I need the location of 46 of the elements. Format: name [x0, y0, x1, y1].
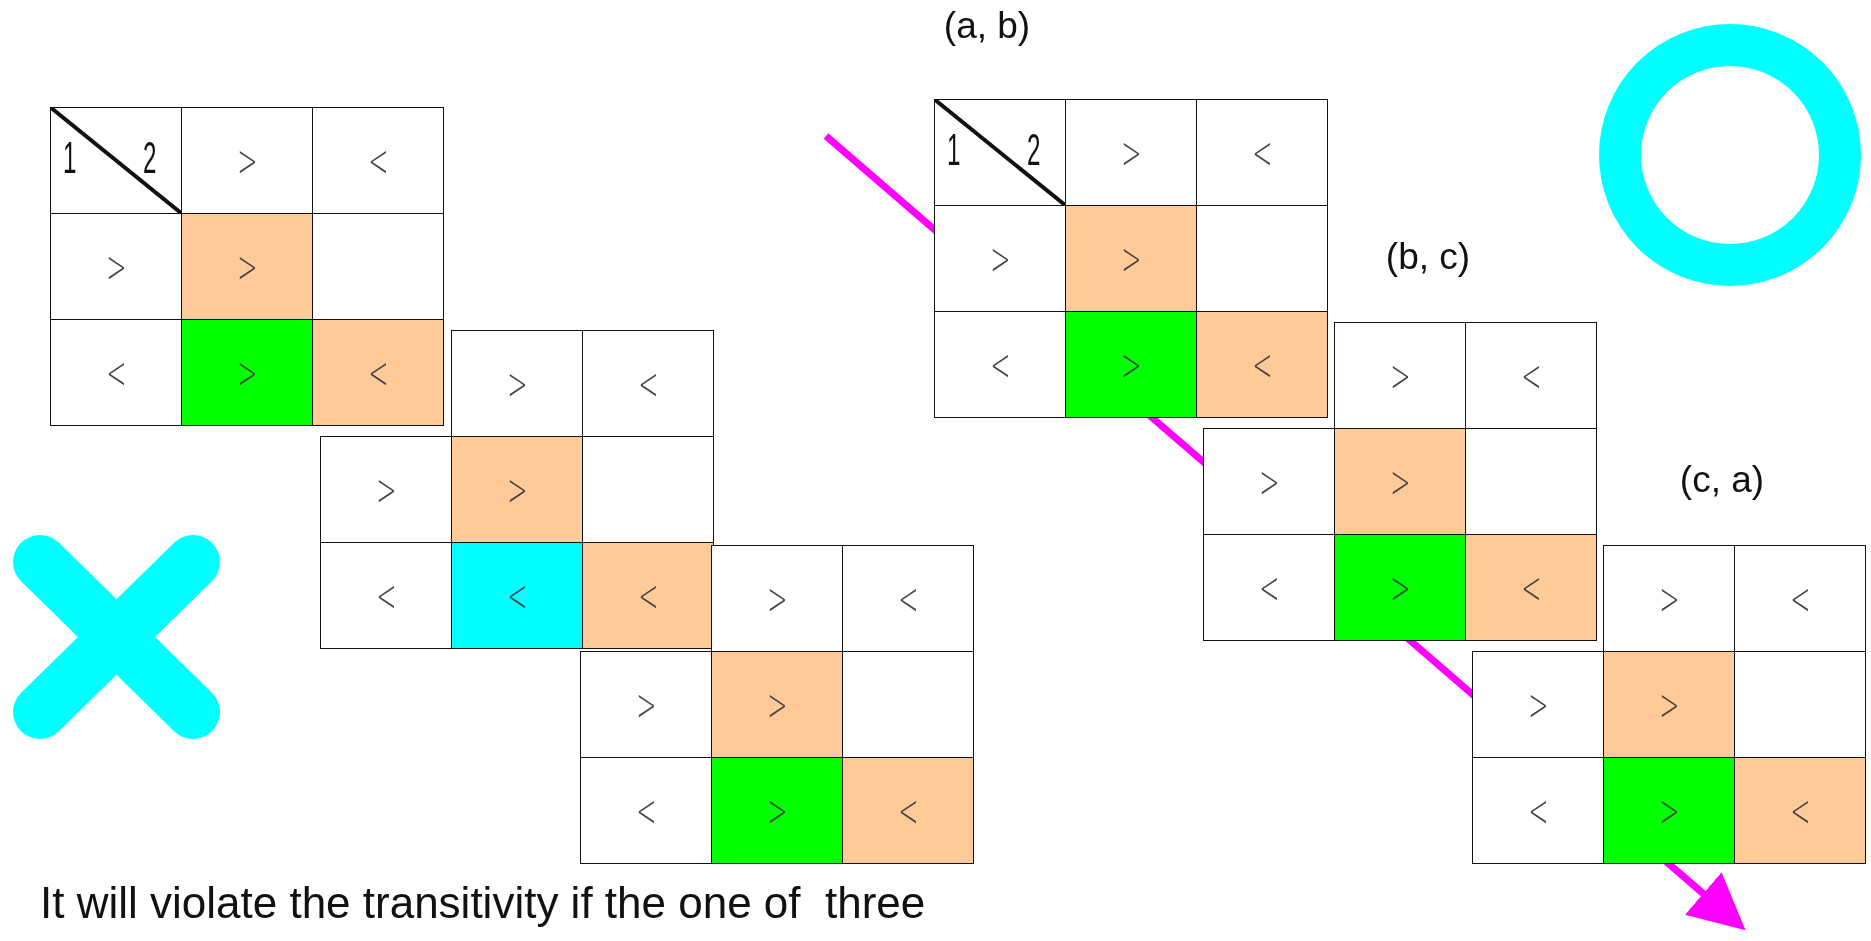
table-cell: <: [1465, 534, 1597, 641]
table-cell: >: [181, 319, 313, 426]
table-cell: <: [320, 542, 452, 649]
table-cell: <: [582, 542, 714, 649]
table-cell: >: [1203, 428, 1335, 535]
table-cell: <: [934, 311, 1066, 418]
table-cell: >: [1065, 205, 1197, 312]
table-cell: <: [312, 107, 444, 214]
row-label: 1: [947, 128, 961, 172]
table-cell: >: [711, 757, 843, 864]
pair-label: (c, a): [1679, 459, 1765, 501]
table-cell: <: [1734, 757, 1866, 864]
row-label: 1: [63, 136, 77, 180]
table-cell: <: [1465, 322, 1597, 429]
table-cell: <: [842, 545, 974, 652]
table-cell: >: [181, 213, 313, 320]
table-cell: <: [1203, 534, 1335, 641]
table-cell: <: [842, 757, 974, 864]
table-cell: >: [580, 651, 712, 758]
table-cell: <: [1472, 757, 1604, 864]
column-label: 2: [1027, 128, 1041, 172]
table-cell: <: [50, 319, 182, 426]
table-cell: <: [582, 330, 714, 437]
table-cell: <: [1196, 311, 1328, 418]
table-cell: <: [1734, 545, 1866, 652]
table-cell: >: [711, 545, 843, 652]
table-cell: >: [1603, 545, 1735, 652]
note-text: It will violate the transitivity if the one of three: [40, 878, 926, 928]
table-cell: >: [1472, 651, 1604, 758]
table-cell: >: [711, 651, 843, 758]
table-cell: >: [1603, 651, 1735, 758]
table-cell: <: [312, 319, 444, 426]
pair-label: (b, c): [1385, 236, 1471, 278]
table-cell: >: [320, 436, 452, 543]
table-cell: >: [1334, 534, 1466, 641]
table-cell: >: [451, 330, 583, 437]
table-cell: >: [1334, 322, 1466, 429]
column-label: 2: [143, 136, 157, 180]
pair-label: (a, b): [943, 5, 1031, 47]
table-cell: >: [1334, 428, 1466, 535]
table-cell: <: [1196, 99, 1328, 206]
table-cell: >: [1065, 311, 1197, 418]
table-cell: >: [451, 436, 583, 543]
table-cell: >: [1603, 757, 1735, 864]
table-cell: <: [451, 542, 583, 649]
table-cell: <: [580, 757, 712, 864]
